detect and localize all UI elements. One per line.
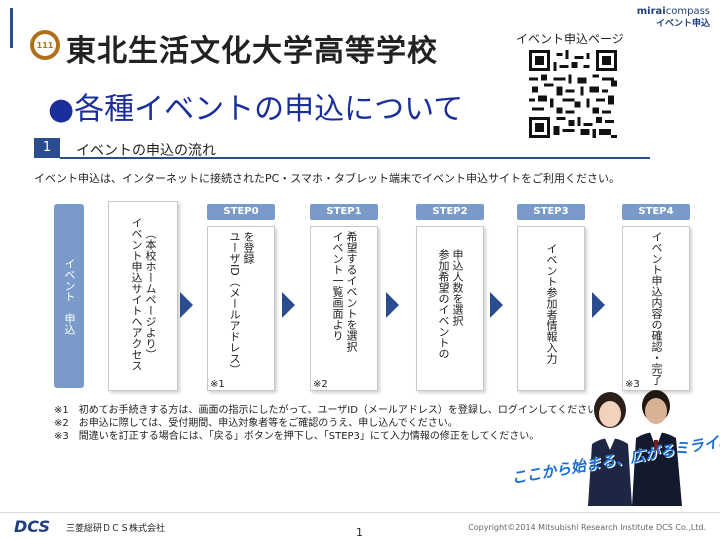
flow-left-label-text: イベント 申込 [63,257,76,335]
footnote-3: ※3 間違いを訂正する場合には、「戻る」ボタンを押下し、「STEP3」にて入力情… [54,431,540,442]
step0-label: STEP0 [207,204,275,220]
step2-box: 参加希望のイベントの 申込人数を選択 [416,226,484,391]
step2-line1: 参加希望のイベントの [437,249,450,359]
copyright: Copyright©2014 Mitsubishi Research Insti… [468,523,706,532]
step0-box: ユーザID（メールアドレス） を登録 ※1 [207,226,275,391]
step2-line2: 申込人数を選択 [451,249,464,326]
step3-line1: イベント参加者情報入力 [545,243,558,364]
step1-note: ※2 [313,379,328,390]
qr-code-icon[interactable] [529,50,617,138]
step4-line1: イベント申込内容の確認・完了 [650,231,663,385]
flow-arrow-icon [180,292,193,318]
step4-box: イベント申込内容の確認・完了 ※3 [622,226,690,391]
step4-note: ※3 [625,379,640,390]
step3-box: イベント参加者情報入力 [517,226,585,391]
intro-text: イベント申込は、インターネットに接続されたPC・スマホ・タブレット端末でイベント… [34,172,620,185]
flow-arrow-icon [282,292,295,318]
students-illustration [588,390,682,506]
step4-label: STEP4 [622,204,690,220]
section-title: イベントの申込の流れ [76,143,216,159]
school-name: 東北生活文化大学高等学校 [66,34,438,69]
flow-arrow-icon [386,292,399,318]
step0-line1: ユーザID（メールアドレス） [228,231,241,375]
brand-rest: compass [665,6,710,17]
qr-label: イベント申込ページ [516,32,624,46]
step3-label: STEP3 [517,204,585,220]
footnote-2: ※2 お申込に際しては、受付期間、申込対象者等をご確認のうえ、申し込んでください… [54,418,458,429]
brand-bold: mirai [636,6,666,17]
step1-line1: イベント一覧画面より [331,231,344,341]
miraicompass-brand: miraicompass イベント申込 [637,6,710,30]
flow-access-line1: イベント申込サイトへアクセス [130,217,143,371]
flow-access-box: イベント申込サイトへアクセス （本校ホームページより） [108,201,178,391]
flow-arrow-icon [490,292,503,318]
company-name: 三菱総研ＤＣＳ株式会社 [66,524,166,534]
step1-box: イベント一覧画面より 希望するイベントを選択 ※2 [310,226,378,391]
section-number: 1 [34,138,60,158]
flow-access-line2: （本校ホームページより） [144,228,157,360]
school-emblem-text: 111 [34,34,56,56]
dcs-logo: DCS [14,517,50,536]
step1-line2: 希望するイベントを選択 [345,231,358,352]
footnotes: ※1 初めてお手続きする方は、画面の指示にしたがって、ユーザID（メールアドレス… [54,404,607,443]
brand-event-label: イベント申込 [655,19,710,29]
footnote-1: ※1 初めてお手続きする方は、画面の指示にしたがって、ユーザID（メールアドレス… [54,405,608,416]
step0-note: ※1 [210,379,225,390]
header-accent-rule [10,8,13,48]
page-title: ●各種イベントの申込について [48,92,464,127]
step0-line2: を登録 [242,231,255,264]
footer-divider [0,512,720,513]
flow-left-label: イベント 申込 [54,204,84,388]
step2-label: STEP2 [416,204,484,220]
school-emblem-icon: 111 [30,30,60,60]
step1-label: STEP1 [310,204,378,220]
page-number: 1 [356,526,363,539]
section-underline [60,157,650,159]
flow-arrow-icon [592,292,605,318]
